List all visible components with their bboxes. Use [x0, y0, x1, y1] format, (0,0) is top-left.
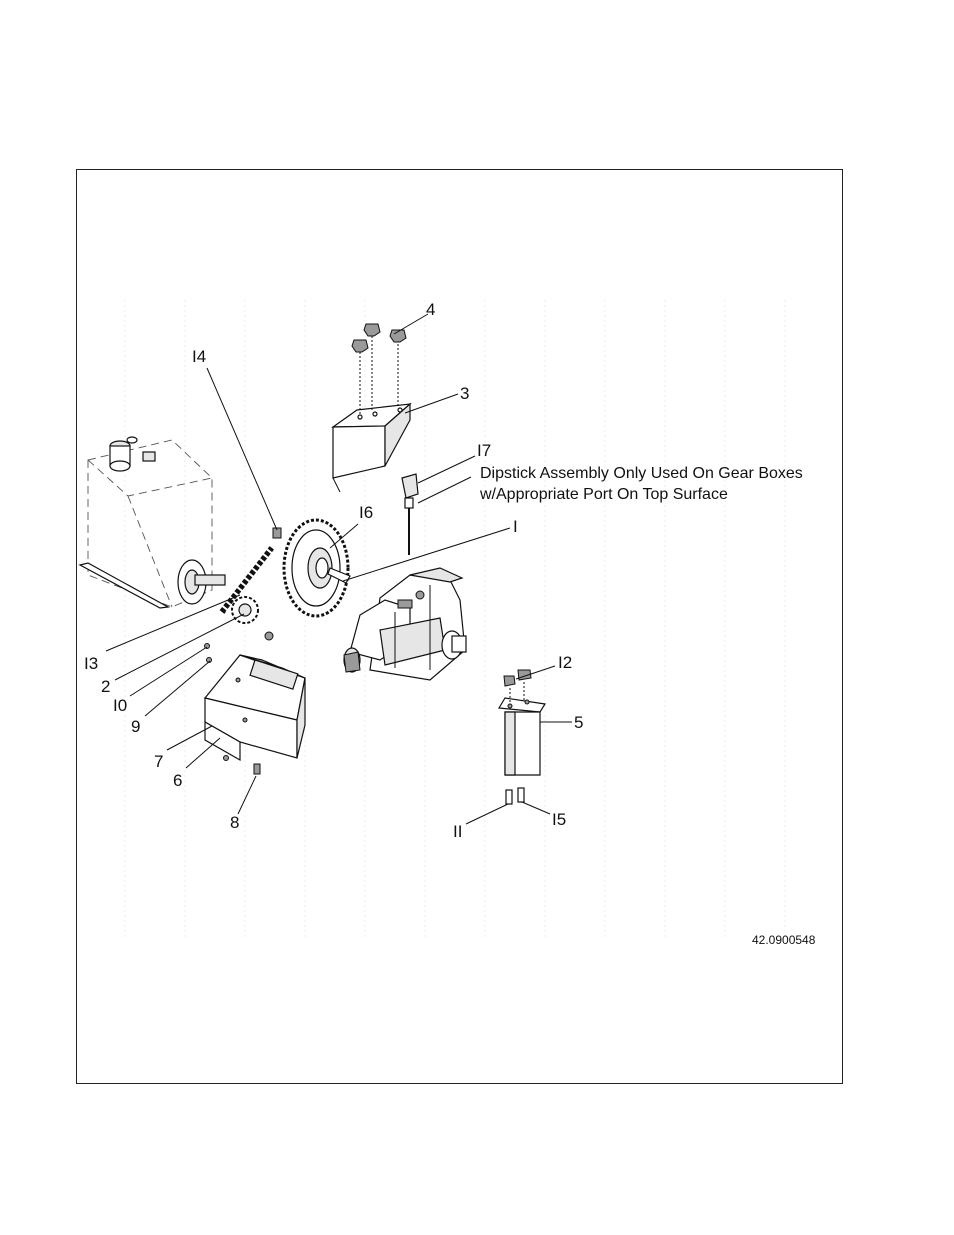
callout-3: 3	[460, 384, 469, 403]
callout-6: 6	[173, 771, 182, 790]
dipstick-note: Dipstick Assembly Only Used On Gear Boxe…	[479, 465, 803, 503]
callout-10: I0	[113, 696, 127, 715]
gearbox	[343, 567, 467, 681]
callout-2: 2	[101, 677, 110, 696]
small-sprocket	[231, 596, 259, 624]
callout-14: I4	[192, 347, 206, 366]
drawing-reference-number: 42.0900548	[752, 933, 816, 947]
callout-5: 5	[574, 713, 583, 732]
note-line-2: w/Appropriate Port On Top Surface	[479, 486, 728, 503]
callout-1: I	[513, 517, 518, 536]
callout-labels: 4 3 I4 I7 I6 I I3 2 I0 9 7 6 8 I2 5 II I…	[84, 300, 583, 841]
top-shield	[331, 332, 412, 493]
dipstick	[401, 473, 419, 555]
lower-guard	[203, 654, 306, 775]
callout-12: I2	[558, 653, 572, 672]
drive-chain	[219, 527, 282, 614]
callout-15: I5	[552, 810, 566, 829]
callout-9: 9	[131, 717, 140, 736]
reservoir-tank	[78, 436, 226, 609]
leader-lines	[105, 313, 572, 825]
callout-4: 4	[426, 300, 435, 319]
callout-13: I3	[84, 654, 98, 673]
callout-7: 7	[154, 752, 163, 771]
callout-8: 8	[230, 813, 239, 832]
callout-17: I7	[477, 441, 491, 460]
large-sprocket	[282, 518, 351, 618]
shield-nuts	[351, 323, 407, 353]
callout-16: I6	[359, 503, 373, 522]
side-bracket	[497, 669, 546, 805]
callout-11: II	[453, 822, 462, 841]
diagram-frame	[76, 169, 843, 1084]
note-line-1: Dipstick Assembly Only Used On Gear Boxe…	[480, 465, 803, 482]
